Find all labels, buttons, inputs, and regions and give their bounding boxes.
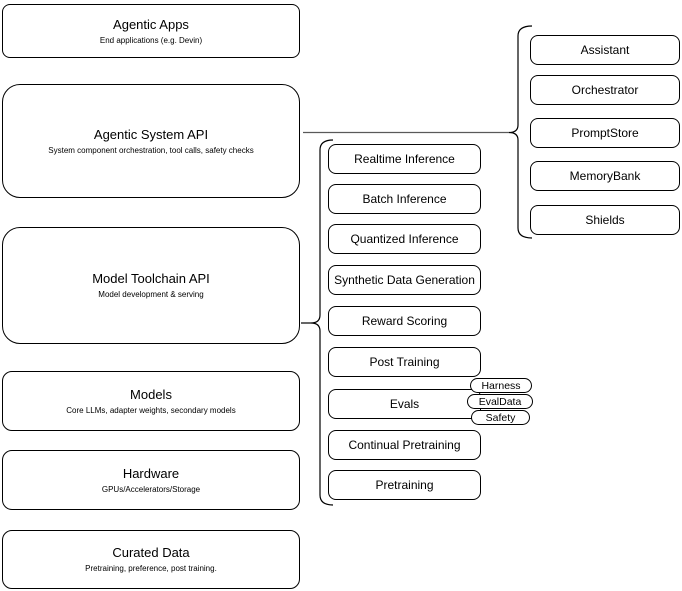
component-node-orchestrator: Orchestrator — [530, 75, 680, 105]
layer-box-hardware: Hardware GPUs/Accelerators/Storage — [2, 450, 300, 510]
component-node-shields: Shields — [530, 205, 680, 235]
layer-subtitle: End applications (e.g. Devin) — [99, 35, 203, 45]
layer-box-agentic-apps: Agentic Apps End applications (e.g. Devi… — [2, 4, 300, 58]
layer-title: Hardware — [122, 465, 180, 481]
component-node-assistant: Assistant — [530, 35, 680, 65]
toolchain-node-realtime-inference: Realtime Inference — [328, 144, 481, 174]
layer-box-models: Models Core LLMs, adapter weights, secon… — [2, 371, 300, 431]
toolchain-node-quantized-inference: Quantized Inference — [328, 224, 481, 254]
layer-subtitle: System component orchestration, tool cal… — [48, 145, 254, 155]
layer-subtitle: GPUs/Accelerators/Storage — [101, 484, 201, 494]
layer-subtitle: Pretraining, preference, post training. — [85, 564, 217, 573]
pill-label: EvalData — [478, 395, 522, 408]
toolchain-node-post-training: Post Training — [328, 347, 481, 377]
layer-box-model-toolchain-api: Model Toolchain API Model development & … — [2, 227, 300, 344]
node-label: Post Training — [369, 355, 440, 369]
node-label: Evals — [389, 397, 420, 411]
node-label: Assistant — [580, 43, 630, 57]
layer-title: Models — [130, 386, 172, 402]
layer-title: Agentic System API — [93, 126, 209, 142]
node-label: Synthetic Data Generation — [334, 273, 475, 287]
toolchain-node-evals: Evals — [328, 389, 481, 419]
layer-title: Agentic Apps — [113, 16, 189, 32]
toolchain-node-synthetic-data-generation: Synthetic Data Generation — [328, 265, 481, 295]
eval-tag-harness: Harness — [470, 378, 532, 393]
node-label: PromptStore — [571, 126, 639, 140]
layer-box-curated-data: Curated Data Pretraining, preference, po… — [2, 530, 300, 589]
layer-subtitle: Model development & serving — [98, 290, 204, 299]
node-label: MemoryBank — [569, 169, 641, 183]
node-label: Realtime Inference — [354, 152, 455, 166]
toolchain-node-pretraining: Pretraining — [328, 470, 481, 500]
eval-tag-safety: Safety — [471, 410, 530, 425]
pill-label: Safety — [485, 411, 516, 424]
layer-title: Curated Data — [112, 545, 190, 560]
node-label: Orchestrator — [571, 83, 639, 97]
node-label: Shields — [585, 213, 625, 227]
layer-box-agentic-system-api: Agentic System API System component orch… — [2, 84, 300, 198]
toolchain-node-continual-pretraining: Continual Pretraining — [328, 430, 481, 460]
pill-label: Harness — [481, 379, 521, 392]
toolchain-node-batch-inference: Batch Inference — [328, 184, 481, 214]
eval-tag-evaldata: EvalData — [467, 394, 533, 409]
layer-subtitle: Core LLMs, adapter weights, secondary mo… — [66, 405, 236, 415]
node-label: Quantized Inference — [350, 232, 459, 246]
component-node-memorybank: MemoryBank — [530, 161, 680, 191]
toolchain-node-reward-scoring: Reward Scoring — [328, 306, 481, 336]
component-node-promptstore: PromptStore — [530, 118, 680, 148]
node-label: Pretraining — [375, 478, 434, 492]
components-bracket — [508, 25, 533, 239]
node-label: Reward Scoring — [361, 314, 448, 328]
node-label: Batch Inference — [362, 192, 447, 206]
node-label: Continual Pretraining — [348, 438, 461, 452]
layer-title: Model Toolchain API — [92, 271, 210, 286]
